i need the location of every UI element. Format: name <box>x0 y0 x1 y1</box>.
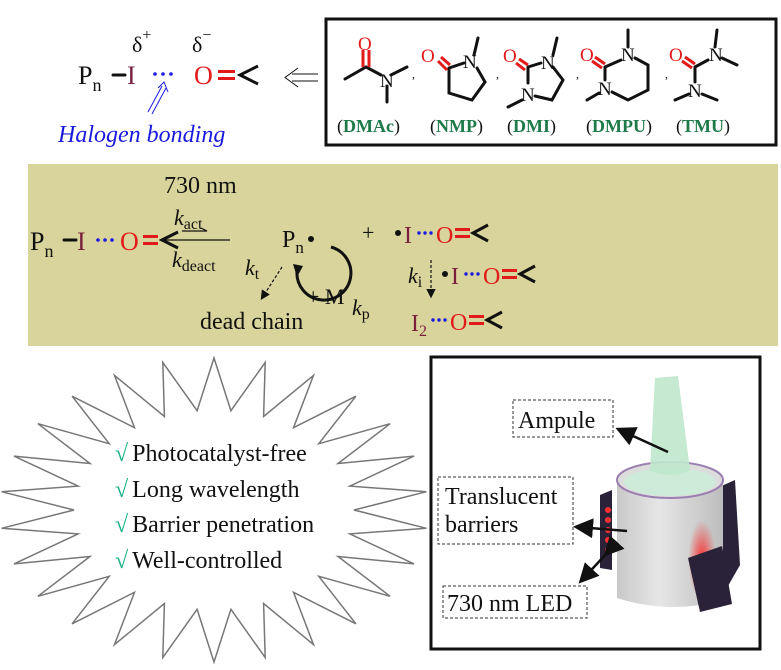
svg-text:I: I <box>451 264 459 290</box>
k-act: kact <box>174 205 203 233</box>
svg-text:O: O <box>436 223 453 249</box>
advantage-item: Photocatalyst-free <box>132 441 307 467</box>
double-bond <box>218 70 235 80</box>
dead-chain-label: dead chain <box>200 309 303 335</box>
solvent-labels: (DMAc) (NMP) (DMI) (DMPU) (TMU) <box>337 116 730 137</box>
svg-text:N: N <box>521 85 535 106</box>
k-deact: kdeact <box>172 247 216 275</box>
svg-text:O: O <box>503 46 517 67</box>
led-label: 730 nm LED <box>447 591 572 617</box>
svg-text:N: N <box>598 79 612 100</box>
svg-text:O: O <box>120 227 139 256</box>
hollow-arrow <box>147 85 167 115</box>
svg-text:,: , <box>665 67 668 81</box>
oxygen: O <box>194 61 213 90</box>
plus-monomer: + M <box>307 284 344 309</box>
iodine: I <box>127 61 136 90</box>
svg-text:√Barrier penetration: √Barrier penetration <box>115 512 314 538</box>
svg-text:O: O <box>669 45 683 66</box>
label-dmpu: DMPU <box>592 116 646 136</box>
svg-text:N: N <box>688 81 702 102</box>
svg-text:I: I <box>77 227 86 256</box>
radical-pn: Pn <box>282 227 304 257</box>
svg-text:N: N <box>709 45 723 66</box>
svg-text:,: , <box>496 67 499 81</box>
svg-text:O: O <box>421 46 435 67</box>
k-p: kp <box>352 295 370 323</box>
iodine-radical-complex-2: I O <box>442 264 536 290</box>
svg-text:Pn: Pn <box>30 227 53 261</box>
termination-arrow <box>260 266 283 301</box>
molecule-dmpu: O N N <box>580 28 650 102</box>
led-strip-front <box>688 546 732 612</box>
pn: P <box>78 61 92 90</box>
label-nmp: NMP <box>436 116 477 136</box>
check-icon: √ <box>115 548 129 574</box>
svg-text:O: O <box>450 310 467 336</box>
ampule <box>650 376 690 475</box>
check-icon: √ <box>115 512 129 538</box>
svg-text:√Photocatalyst-free: √Photocatalyst-free <box>115 441 307 467</box>
check-icon: √ <box>115 477 129 503</box>
iodine-complex: I2 O <box>411 310 503 340</box>
molecule-dmi: O N N <box>503 36 565 109</box>
svg-text:,: , <box>576 67 579 81</box>
advantage-item: Barrier penetration <box>132 512 314 538</box>
delta-plus: δ+ <box>132 27 151 57</box>
svg-text:+: + <box>362 220 374 245</box>
svg-text:O: O <box>358 34 372 55</box>
delta-minus: δ− <box>192 27 211 57</box>
svg-text:I2: I2 <box>411 311 427 340</box>
molecule-dmac: O N <box>343 34 409 104</box>
svg-text:O: O <box>483 264 500 290</box>
svg-text:O: O <box>580 45 594 66</box>
label-dmac: DMAc <box>343 116 394 136</box>
advantages-burst: √Photocatalyst-free √Long wavelength √Ba… <box>1 355 427 665</box>
barriers-pointer <box>573 518 628 539</box>
svg-text:√Well-controlled: √Well-controlled <box>115 548 282 574</box>
k-t: kt <box>245 255 260 283</box>
iodine-radical-complex-1: I O <box>395 223 489 249</box>
hollow-left-arrow <box>284 67 318 88</box>
ampule-label: Ampule <box>518 408 595 434</box>
halogen-bond-dots <box>153 72 173 76</box>
ampule-pointer <box>615 427 669 454</box>
k-i: ki <box>408 263 423 291</box>
reverse-arrow <box>159 235 230 241</box>
propagation-cycle <box>295 245 353 302</box>
advantage-item: Well-controlled <box>132 548 282 574</box>
molecule-nmp: O N <box>421 36 487 102</box>
molecule-tmu: O N N <box>669 28 739 102</box>
starburst-shape <box>1 355 427 665</box>
label-tmu: TMU <box>682 116 724 136</box>
check-icon: √ <box>115 441 129 467</box>
svg-text:I: I <box>404 223 412 249</box>
svg-text:√Long wavelength: √Long wavelength <box>115 477 299 503</box>
angle-bracket <box>236 64 259 86</box>
barriers-label-line1: Translucent <box>445 484 558 510</box>
mechanism-panel: Pn I O 730 nm kact kdeact Pn + M kp kt d… <box>28 164 778 346</box>
halogen-bonding-label: Halogen bonding <box>57 122 225 148</box>
advantage-item: Long wavelength <box>132 477 299 503</box>
barriers-label-line2: barriers <box>445 512 518 538</box>
forward-arrow <box>182 227 208 232</box>
label-dmi: DMI <box>513 116 550 136</box>
svg-text:Pn: Pn <box>78 61 101 95</box>
svg-text:N: N <box>621 45 635 66</box>
wavelength-label: 730 nm <box>164 173 237 199</box>
svg-text:,: , <box>412 67 415 81</box>
svg-text:N: N <box>380 71 394 92</box>
device-illustration: Ampule Translucent barriers 730 nm LED <box>429 355 762 651</box>
halogen-bond-scheme: Pn I δ+ δ− O Halogen bonding <box>57 27 318 148</box>
led-pointer <box>578 535 625 584</box>
solvent-box: O N , O N , O N N , O N N , <box>324 17 778 147</box>
svg-text:N: N <box>541 53 555 74</box>
svg-text:N: N <box>463 52 477 73</box>
advantages-list: √Photocatalyst-free √Long wavelength √Ba… <box>115 441 314 574</box>
